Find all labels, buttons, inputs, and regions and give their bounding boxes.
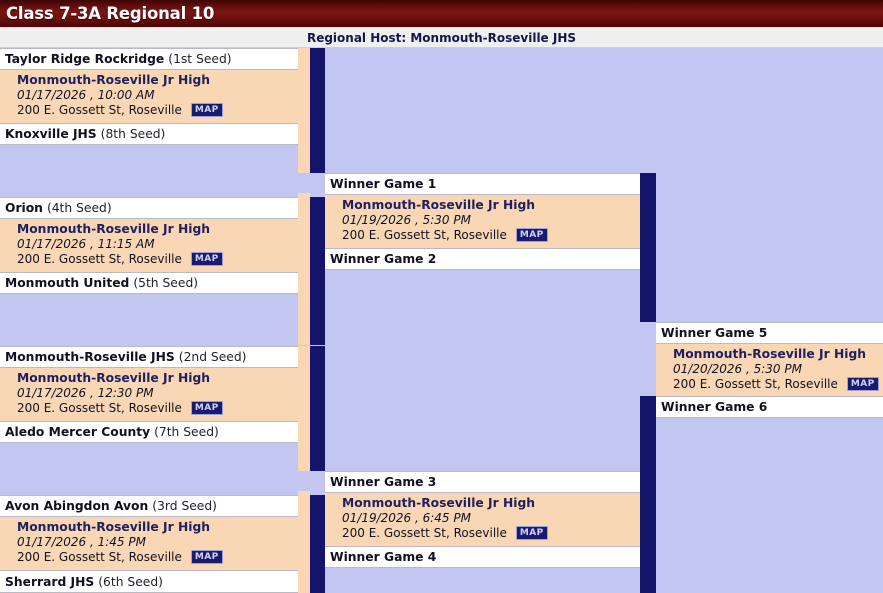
map-icon[interactable]: MAP <box>190 400 223 415</box>
game-address-line: 200 E. Gossett St, Roseville MAP <box>342 526 640 541</box>
team-seed: (5th Seed) <box>133 276 199 290</box>
game-datetime: 01/17/2026 , 1:45 PM <box>17 535 146 549</box>
game-address-line: 200 E. Gossett St, Roseville MAP <box>342 228 640 243</box>
page-title: Class 7-3A Regional 10 <box>6 4 215 23</box>
game-datetime: 01/17/2026 , 10:00 AM <box>17 88 155 102</box>
game-venue: Monmouth-Roseville Jr High <box>342 496 536 510</box>
team-slot-aledo-mercer-county[interactable]: Aledo Mercer County (7th Seed) <box>0 421 298 443</box>
winner-slot-game-6[interactable]: Winner Game 6 <box>656 396 883 418</box>
regional-host-bar: Regional Host: Monmouth-Roseville JHS <box>0 28 883 48</box>
winner-slot-game-2[interactable]: Winner Game 2 <box>325 248 640 270</box>
team-name: Taylor Ridge Rockridge <box>5 52 165 66</box>
game-address-line: 200 E. Gossett St, Roseville MAP <box>17 252 298 267</box>
winner-slot-game-5[interactable]: Winner Game 5 <box>656 322 883 344</box>
map-icon[interactable]: MAP <box>515 525 548 540</box>
winner-slot-game-1[interactable]: Winner Game 1 <box>325 173 640 195</box>
game-address: 200 E. Gossett St, Roseville <box>342 227 507 242</box>
game-address: 200 E. Gossett St, Roseville <box>17 549 182 564</box>
game-datetime: 01/19/2026 , 5:30 PM <box>342 213 471 227</box>
game-venue: Monmouth-Roseville Jr High <box>673 347 867 361</box>
game-detail-game-1[interactable]: Monmouth-Roseville Jr High 01/17/2026 , … <box>0 70 298 123</box>
team-slot-taylor-ridge-rockridge[interactable]: Taylor Ridge Rockridge (1st Seed) <box>0 48 298 70</box>
connector-bar-game-1 <box>310 48 325 173</box>
team-slot-orion[interactable]: Orion (4th Seed) <box>0 197 298 219</box>
team-seed: (6th Seed) <box>98 574 163 589</box>
game-detail-game-3[interactable]: Monmouth-Roseville Jr High 01/17/2026 , … <box>0 368 298 421</box>
team-seed: (2nd Seed) <box>178 350 247 364</box>
team-seed: (1st Seed) <box>168 52 232 66</box>
game-detail-game-7[interactable]: Monmouth-Roseville Jr High 01/20/2026 , … <box>656 344 883 396</box>
team-slot-monmouth-roseville-jhs[interactable]: Monmouth-Roseville JHS (2nd Seed) <box>0 346 298 368</box>
game-address: 200 E. Gossett St, Roseville <box>342 525 507 540</box>
team-name: Sherrard JHS <box>5 574 95 589</box>
winner-label: Winner Game 2 <box>330 252 437 266</box>
team-slot-avon-abingdon-avon[interactable]: Avon Abingdon Avon (3rd Seed) <box>0 495 298 517</box>
game-venue: Monmouth-Roseville Jr High <box>17 73 211 87</box>
game-venue: Monmouth-Roseville Jr High <box>17 520 211 534</box>
connector-bar-game-4 <box>310 495 325 593</box>
round1-peach-gutter-lower <box>298 346 310 471</box>
round1-peach-gutter-top <box>298 48 310 173</box>
winner-label: Winner Game 5 <box>661 326 768 340</box>
game-address: 200 E. Gossett St, Roseville <box>673 376 838 391</box>
game-venue: Monmouth-Roseville Jr High <box>17 222 211 236</box>
game-detail-game-6[interactable]: Monmouth-Roseville Jr High 01/19/2026 , … <box>325 493 640 546</box>
team-slot-monmouth-united[interactable]: Monmouth United (5th Seed) <box>0 272 298 294</box>
team-name: Orion <box>5 201 43 215</box>
team-name: Aledo Mercer County <box>5 425 151 439</box>
game-datetime: 01/17/2026 , 11:15 AM <box>17 237 155 251</box>
game-datetime: 01/19/2026 , 6:45 PM <box>342 511 471 525</box>
team-seed: (4th Seed) <box>46 201 112 215</box>
game-datetime: 01/20/2026 , 5:30 PM <box>673 362 802 376</box>
game-address-line: 200 E. Gossett St, Roseville MAP <box>17 103 298 118</box>
game-address-line: 200 E. Gossett St, Roseville MAP <box>673 377 883 392</box>
game-detail-game-5[interactable]: Monmouth-Roseville Jr High 01/19/2026 , … <box>325 195 640 248</box>
game-address-line: 200 E. Gossett St, Roseville MAP <box>17 401 298 416</box>
game-address: 200 E. Gossett St, Roseville <box>17 251 182 266</box>
winner-label: Winner Game 1 <box>330 177 437 191</box>
team-name: Knoxville JHS <box>5 127 97 141</box>
page-title-bar: Class 7-3A Regional 10 <box>0 0 883 28</box>
team-slot-sherrard-jhs[interactable]: Sherrard JHS (6th Seed) <box>0 570 298 593</box>
team-seed: (8th Seed) <box>100 127 166 141</box>
game-venue: Monmouth-Roseville Jr High <box>17 371 211 385</box>
team-seed: (7th Seed) <box>154 425 219 439</box>
team-name: Monmouth-Roseville JHS <box>5 350 175 364</box>
map-icon[interactable]: MAP <box>515 227 548 242</box>
game-detail-game-2[interactable]: Monmouth-Roseville Jr High 01/17/2026 , … <box>0 219 298 272</box>
game-detail-game-4[interactable]: Monmouth-Roseville Jr High 01/17/2026 , … <box>0 517 298 570</box>
winner-label: Winner Game 6 <box>661 400 768 414</box>
connector-bar-game-2 <box>310 197 325 345</box>
connector-bar-game-5 <box>640 173 656 322</box>
map-icon[interactable]: MAP <box>190 102 223 117</box>
connector-bar-game-3 <box>310 346 325 471</box>
winner-slot-game-4[interactable]: Winner Game 4 <box>325 546 640 568</box>
map-icon[interactable]: MAP <box>190 549 223 564</box>
team-name: Avon Abingdon Avon <box>5 499 149 513</box>
game-address: 200 E. Gossett St, Roseville <box>17 400 182 415</box>
map-icon[interactable]: MAP <box>190 251 223 266</box>
round1-peach-gutter-upper <box>298 193 310 345</box>
team-seed: (3rd Seed) <box>152 499 217 513</box>
game-datetime: 01/17/2026 , 12:30 PM <box>17 386 154 400</box>
game-venue: Monmouth-Roseville Jr High <box>342 198 536 212</box>
round1-peach-gutter-bottom <box>298 491 310 593</box>
map-icon[interactable]: MAP <box>846 376 879 391</box>
regional-host-label: Regional Host: Monmouth-Roseville JHS <box>306 30 577 45</box>
winner-label: Winner Game 4 <box>330 550 437 564</box>
game-address-line: 200 E. Gossett St, Roseville MAP <box>17 550 298 565</box>
winner-slot-game-3[interactable]: Winner Game 3 <box>325 471 640 493</box>
team-slot-knoxville-jhs[interactable]: Knoxville JHS (8th Seed) <box>0 123 298 145</box>
winner-label: Winner Game 3 <box>330 475 437 489</box>
tournament-bracket: Taylor Ridge Rockridge (1st Seed) Monmou… <box>0 48 883 593</box>
team-name: Monmouth United <box>5 276 130 290</box>
connector-bar-game-6 <box>640 396 656 593</box>
game-address: 200 E. Gossett St, Roseville <box>17 102 182 117</box>
